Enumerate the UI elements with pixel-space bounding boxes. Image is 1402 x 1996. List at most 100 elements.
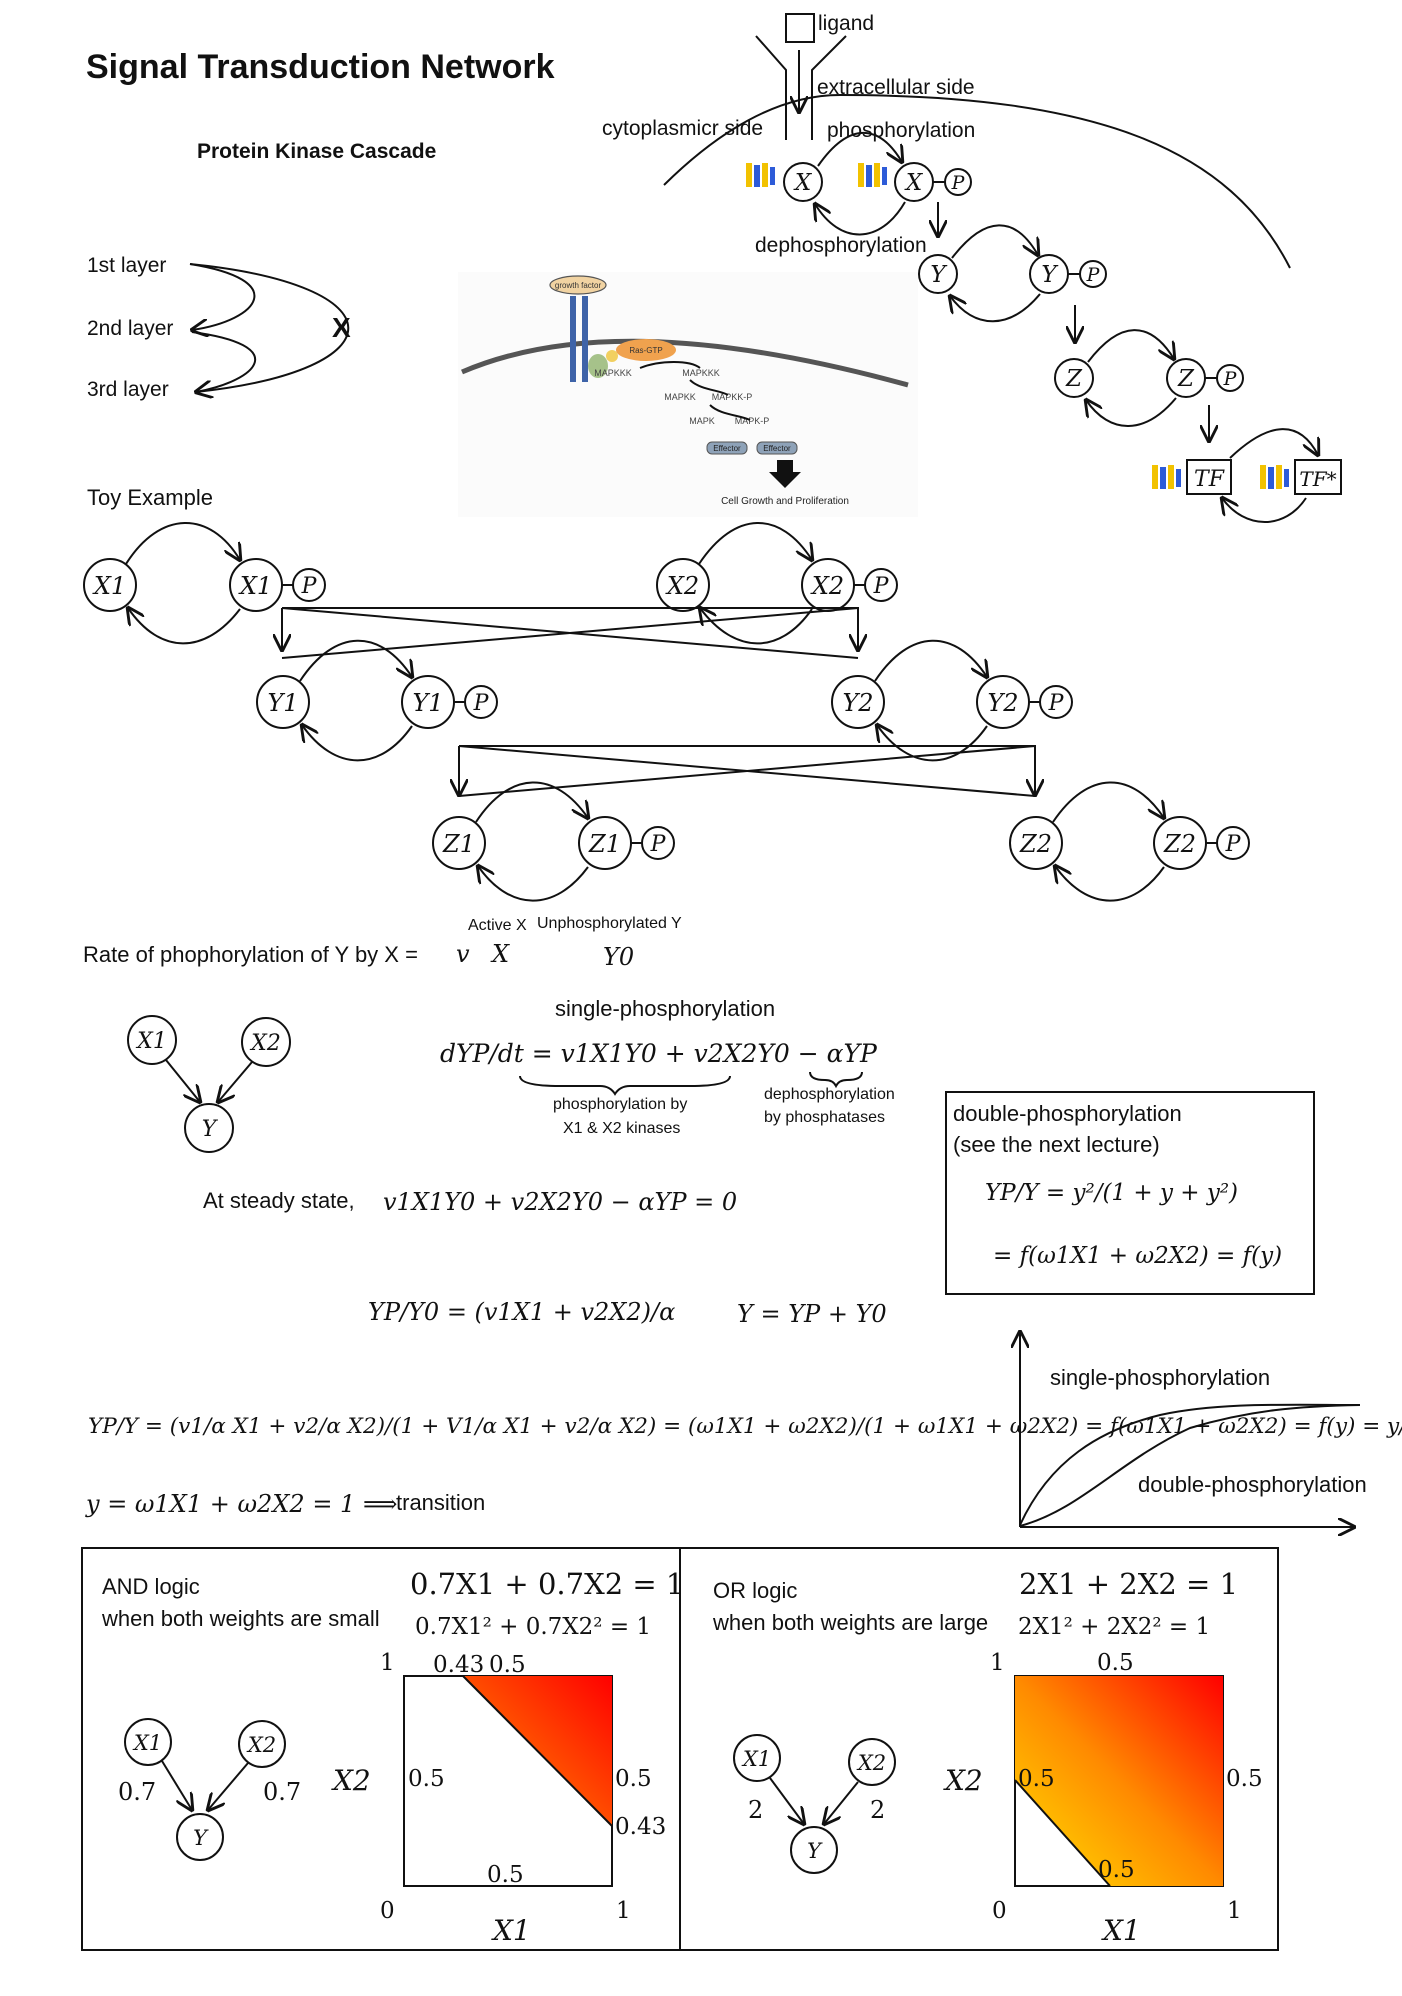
- node-x2p-label: X2: [810, 572, 844, 600]
- receptor: [755, 35, 847, 140]
- node-y-label: Y: [193, 1826, 209, 1850]
- node-y1: [256, 675, 310, 729]
- phospho-label: P: [1086, 264, 1101, 286]
- and-w2: 0.7: [263, 1778, 301, 1806]
- layer-label: 2nd layer: [87, 317, 173, 340]
- double-box: double-phosphorylation (see the next lec…: [945, 1091, 1315, 1295]
- and-panel: AND logic when both weights are small 0.…: [101, 1567, 684, 1947]
- single-curve: [1019, 1403, 1361, 1526]
- or-w1: 2: [748, 1796, 763, 1824]
- dephosphorylation-label: dephosphorylation: [755, 234, 927, 257]
- mapk-inset: growth factor Ras-GTP MAPKKK MAPKKK MAPK…: [458, 272, 918, 517]
- phospho-node: [1216, 364, 1244, 392]
- page-title: Signal Transduction Network: [86, 48, 555, 86]
- rate-v: v: [456, 940, 470, 968]
- node-x2: [656, 558, 710, 612]
- node-z1: [432, 816, 486, 870]
- inset-mapkkk: MAPKKK: [594, 368, 632, 378]
- single-curve-label: single-phosphorylation: [1050, 1365, 1270, 1390]
- single-deph2: by phosphatases: [764, 1109, 885, 1126]
- and-tick: 1: [380, 1650, 395, 1676]
- phospho-node: [864, 568, 898, 602]
- phospho-label: P: [951, 172, 966, 194]
- cell-membrane: [663, 93, 1291, 269]
- node-x1: [127, 1015, 177, 1065]
- and-eq-big: 0.7X1 + 0.7X2 = 1: [410, 1567, 684, 1601]
- or-xlabel: X1: [1101, 1914, 1141, 1947]
- layer-arrow: [189, 263, 350, 393]
- phospho-node: [1216, 826, 1250, 860]
- and-ylabel: X2: [331, 1764, 371, 1797]
- unphos-y-label: Unphosphorylated Y: [537, 915, 682, 932]
- or-eq-big: 2X1 + 2X2 = 1: [1019, 1567, 1238, 1601]
- curve-plot: single-phosphorylation double-phosphoryl…: [1020, 1332, 1367, 1527]
- phosphorylation-label: phosphorylation: [827, 119, 975, 142]
- or-eq-small: 2X1² + 2X2² = 1: [1018, 1614, 1210, 1640]
- growth-factor-shape: [549, 275, 607, 295]
- transition-label: transition: [396, 1490, 485, 1515]
- and-tick: 0.5: [408, 1766, 445, 1792]
- node-y2p-label: Y2: [987, 689, 1018, 717]
- adaptor-shape: [606, 350, 618, 362]
- node-y: [184, 1103, 234, 1153]
- phospho-node: [464, 685, 498, 719]
- or-tick: 0.5: [1018, 1766, 1055, 1792]
- transition-equation: y = ω1X1 + ω2X2 = 1 ⟹: [85, 1490, 397, 1518]
- phospho-label: P: [1223, 368, 1238, 390]
- phospho-node: [641, 826, 675, 860]
- double-line2: (see the next lecture): [953, 1132, 1160, 1157]
- node-x2: [241, 1017, 291, 1067]
- steady-big-equation: YP/Y = (v1/α X1 + v2/α X2)/(1 + V1/α X1 …: [88, 1414, 1402, 1439]
- cytoplasmic-label: cytoplasmicr side: [602, 117, 763, 140]
- node-x1: [83, 558, 137, 612]
- toy-heading: Toy Example: [87, 485, 213, 510]
- and-xlabel: X1: [491, 1914, 531, 1947]
- adaptor-shape: [588, 354, 608, 378]
- node-z2-label: Z2: [1019, 830, 1052, 858]
- double-curve: [1019, 1404, 1361, 1527]
- layer-label: 3rd layer: [87, 378, 169, 401]
- cross-mark: X: [332, 312, 351, 343]
- phospho-node: [1039, 685, 1073, 719]
- rate-text: Rate of phophorylation of Y by X =: [83, 942, 418, 967]
- down-arrow-icon: [769, 460, 801, 488]
- kinase-protein-icon: [746, 163, 775, 187]
- and-tick: 0.43: [433, 1652, 484, 1678]
- and-tick: 0.5: [487, 1862, 524, 1888]
- single-heading: single-phosphorylation: [555, 996, 775, 1021]
- or-tick: 0.5: [1226, 1766, 1263, 1792]
- and-subtitle: when both weights are small: [101, 1606, 380, 1631]
- and-tick: 0: [380, 1898, 395, 1924]
- node-y-label: Y: [202, 1117, 219, 1142]
- rate-y0: Y0: [603, 943, 634, 971]
- or-tick: 0.5: [1098, 1857, 1135, 1883]
- extracellular-label: extracellular side: [817, 76, 975, 99]
- double-eq2: = f(ω1X1 + ω2X2) = f(y): [993, 1243, 1282, 1269]
- node-z1-label: Z1: [442, 830, 475, 858]
- node-x: [783, 162, 823, 202]
- inset-result: Cell Growth and Proliferation: [721, 496, 849, 507]
- inset-effector-p: Effector: [763, 444, 791, 453]
- phospho-node: [1079, 260, 1107, 288]
- node-x2-label: X2: [246, 1733, 276, 1757]
- node-y1p-label: Y1: [412, 689, 443, 717]
- ras-shape: [616, 339, 676, 361]
- single-under1: phosphorylation by: [553, 1096, 687, 1113]
- node-x-label: X: [793, 170, 813, 196]
- and-tick: 1: [616, 1898, 631, 1924]
- node-y: [790, 1826, 838, 1874]
- node-x2-label: X2: [249, 1031, 281, 1056]
- receptor-bar: [582, 296, 588, 382]
- double-eq1: YP/Y = y²/(1 + y + y²): [985, 1180, 1238, 1206]
- or-title: OR logic: [713, 1578, 797, 1603]
- node-y1-label: Y1: [267, 689, 298, 717]
- layer-arrow: [191, 331, 257, 392]
- phospho-node: [944, 168, 972, 196]
- inset-growth-factor: growth factor: [555, 281, 602, 290]
- layer-arrow: [190, 263, 256, 330]
- phospho-label: P: [873, 574, 890, 599]
- toy-network: X1 X1 P X2 X2 P Y1 Y1 P Y2: [83, 522, 1250, 902]
- inset-ras: Ras-GTP: [629, 346, 662, 355]
- tf-star-label: TF*: [1299, 467, 1336, 491]
- effector-p-box: [756, 441, 798, 455]
